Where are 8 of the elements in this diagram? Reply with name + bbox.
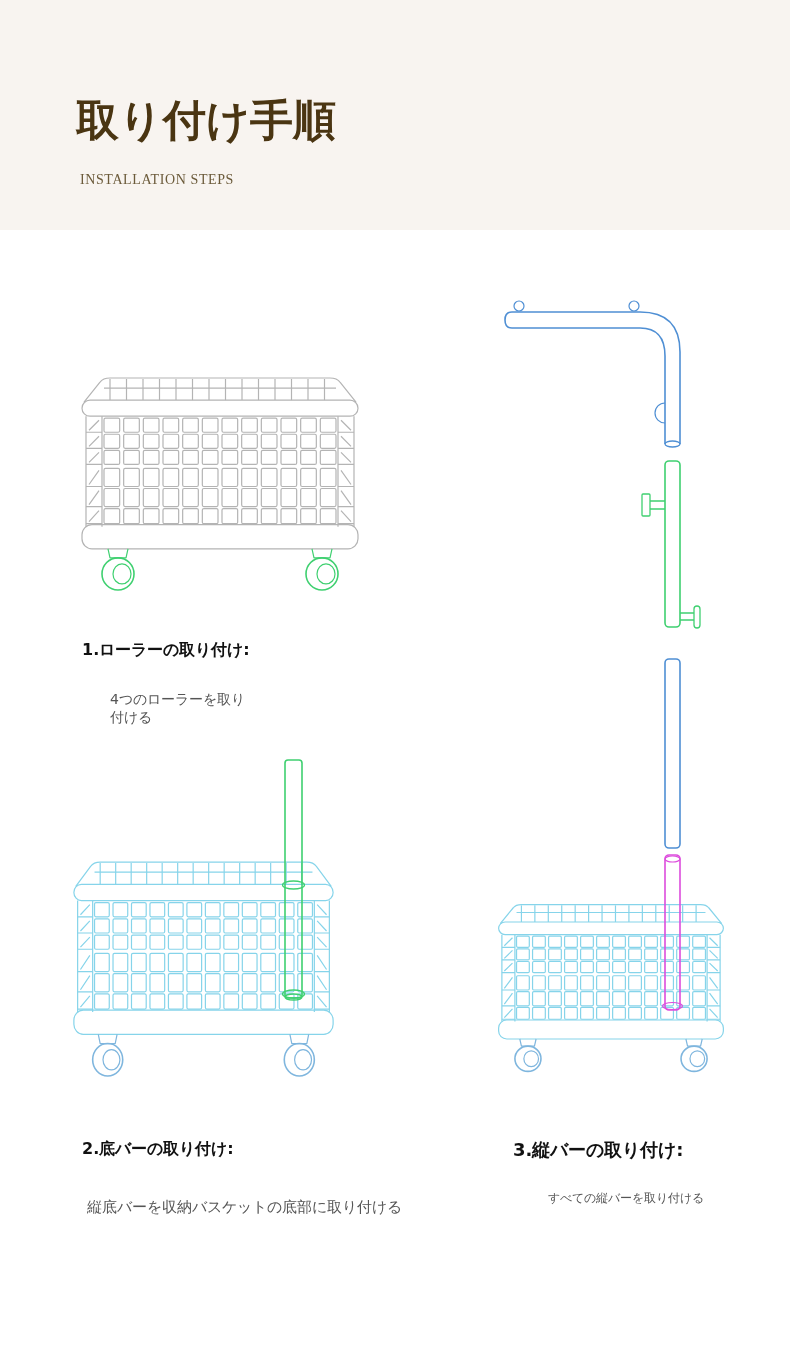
step-description: 縦底バーを収納バスケットの底部に取り付ける: [87, 1198, 402, 1217]
step-heading: 3.縦バーの取り付け:: [513, 1138, 684, 1162]
step-description: 4つのローラーを取り付ける: [110, 690, 246, 726]
subheading: INSTALLATION STEPS: [80, 172, 234, 188]
step-heading: 2.底バーの取り付け:: [82, 1139, 234, 1160]
step-description: すべての縦バーを取り付ける: [548, 1190, 704, 1207]
page-title: 取り付け手順: [76, 94, 336, 147]
step-heading: 1.ローラーの取り付け:: [82, 640, 250, 661]
